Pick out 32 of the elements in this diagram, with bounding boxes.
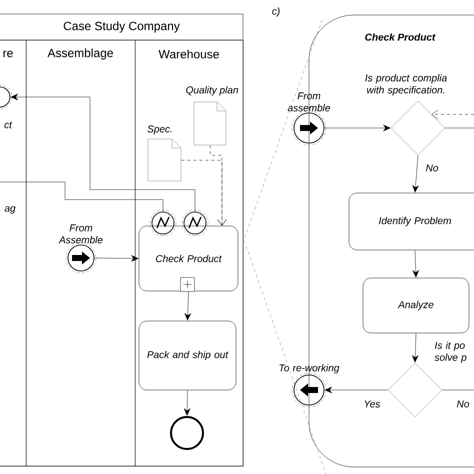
error-event bbox=[182, 210, 208, 236]
end-event bbox=[170, 416, 204, 450]
end-event: To re-working bbox=[280, 364, 340, 408]
node-label: From assemble bbox=[288, 92, 330, 112]
arrow bbox=[412, 333, 418, 362]
arrow bbox=[184, 291, 191, 320]
start-event: From assemble bbox=[288, 92, 330, 146]
node-label: From Assemble bbox=[58, 224, 103, 244]
node-label: ct bbox=[4, 122, 12, 128]
node-label: Is product complia with specification. bbox=[365, 74, 447, 96]
arrow bbox=[324, 386, 388, 394]
arrow bbox=[412, 155, 419, 192]
edge-label: Yes bbox=[362, 400, 382, 408]
node-label: To re-working bbox=[280, 364, 340, 374]
text-label: c) bbox=[272, 7, 280, 17]
task-box: Pack and ship out bbox=[138, 320, 236, 390]
arrow bbox=[181, 160, 227, 226]
node-label: Is it po solve p bbox=[434, 342, 466, 363]
arrow bbox=[412, 250, 419, 278]
text-label: ag bbox=[4, 206, 16, 214]
start-event: From Assemble bbox=[58, 224, 103, 274]
arrow bbox=[184, 390, 190, 416]
arrow bbox=[432, 110, 474, 120]
edge-label: No bbox=[456, 400, 470, 408]
task-box: Identify Problem bbox=[348, 192, 474, 250]
arrow bbox=[10, 94, 196, 212]
task-box: Check Product bbox=[138, 226, 238, 292]
arrow bbox=[94, 255, 138, 262]
error-event bbox=[150, 210, 176, 236]
task-box: Analyze bbox=[362, 278, 470, 334]
arrow bbox=[324, 124, 390, 132]
edge-label: No bbox=[424, 164, 440, 172]
